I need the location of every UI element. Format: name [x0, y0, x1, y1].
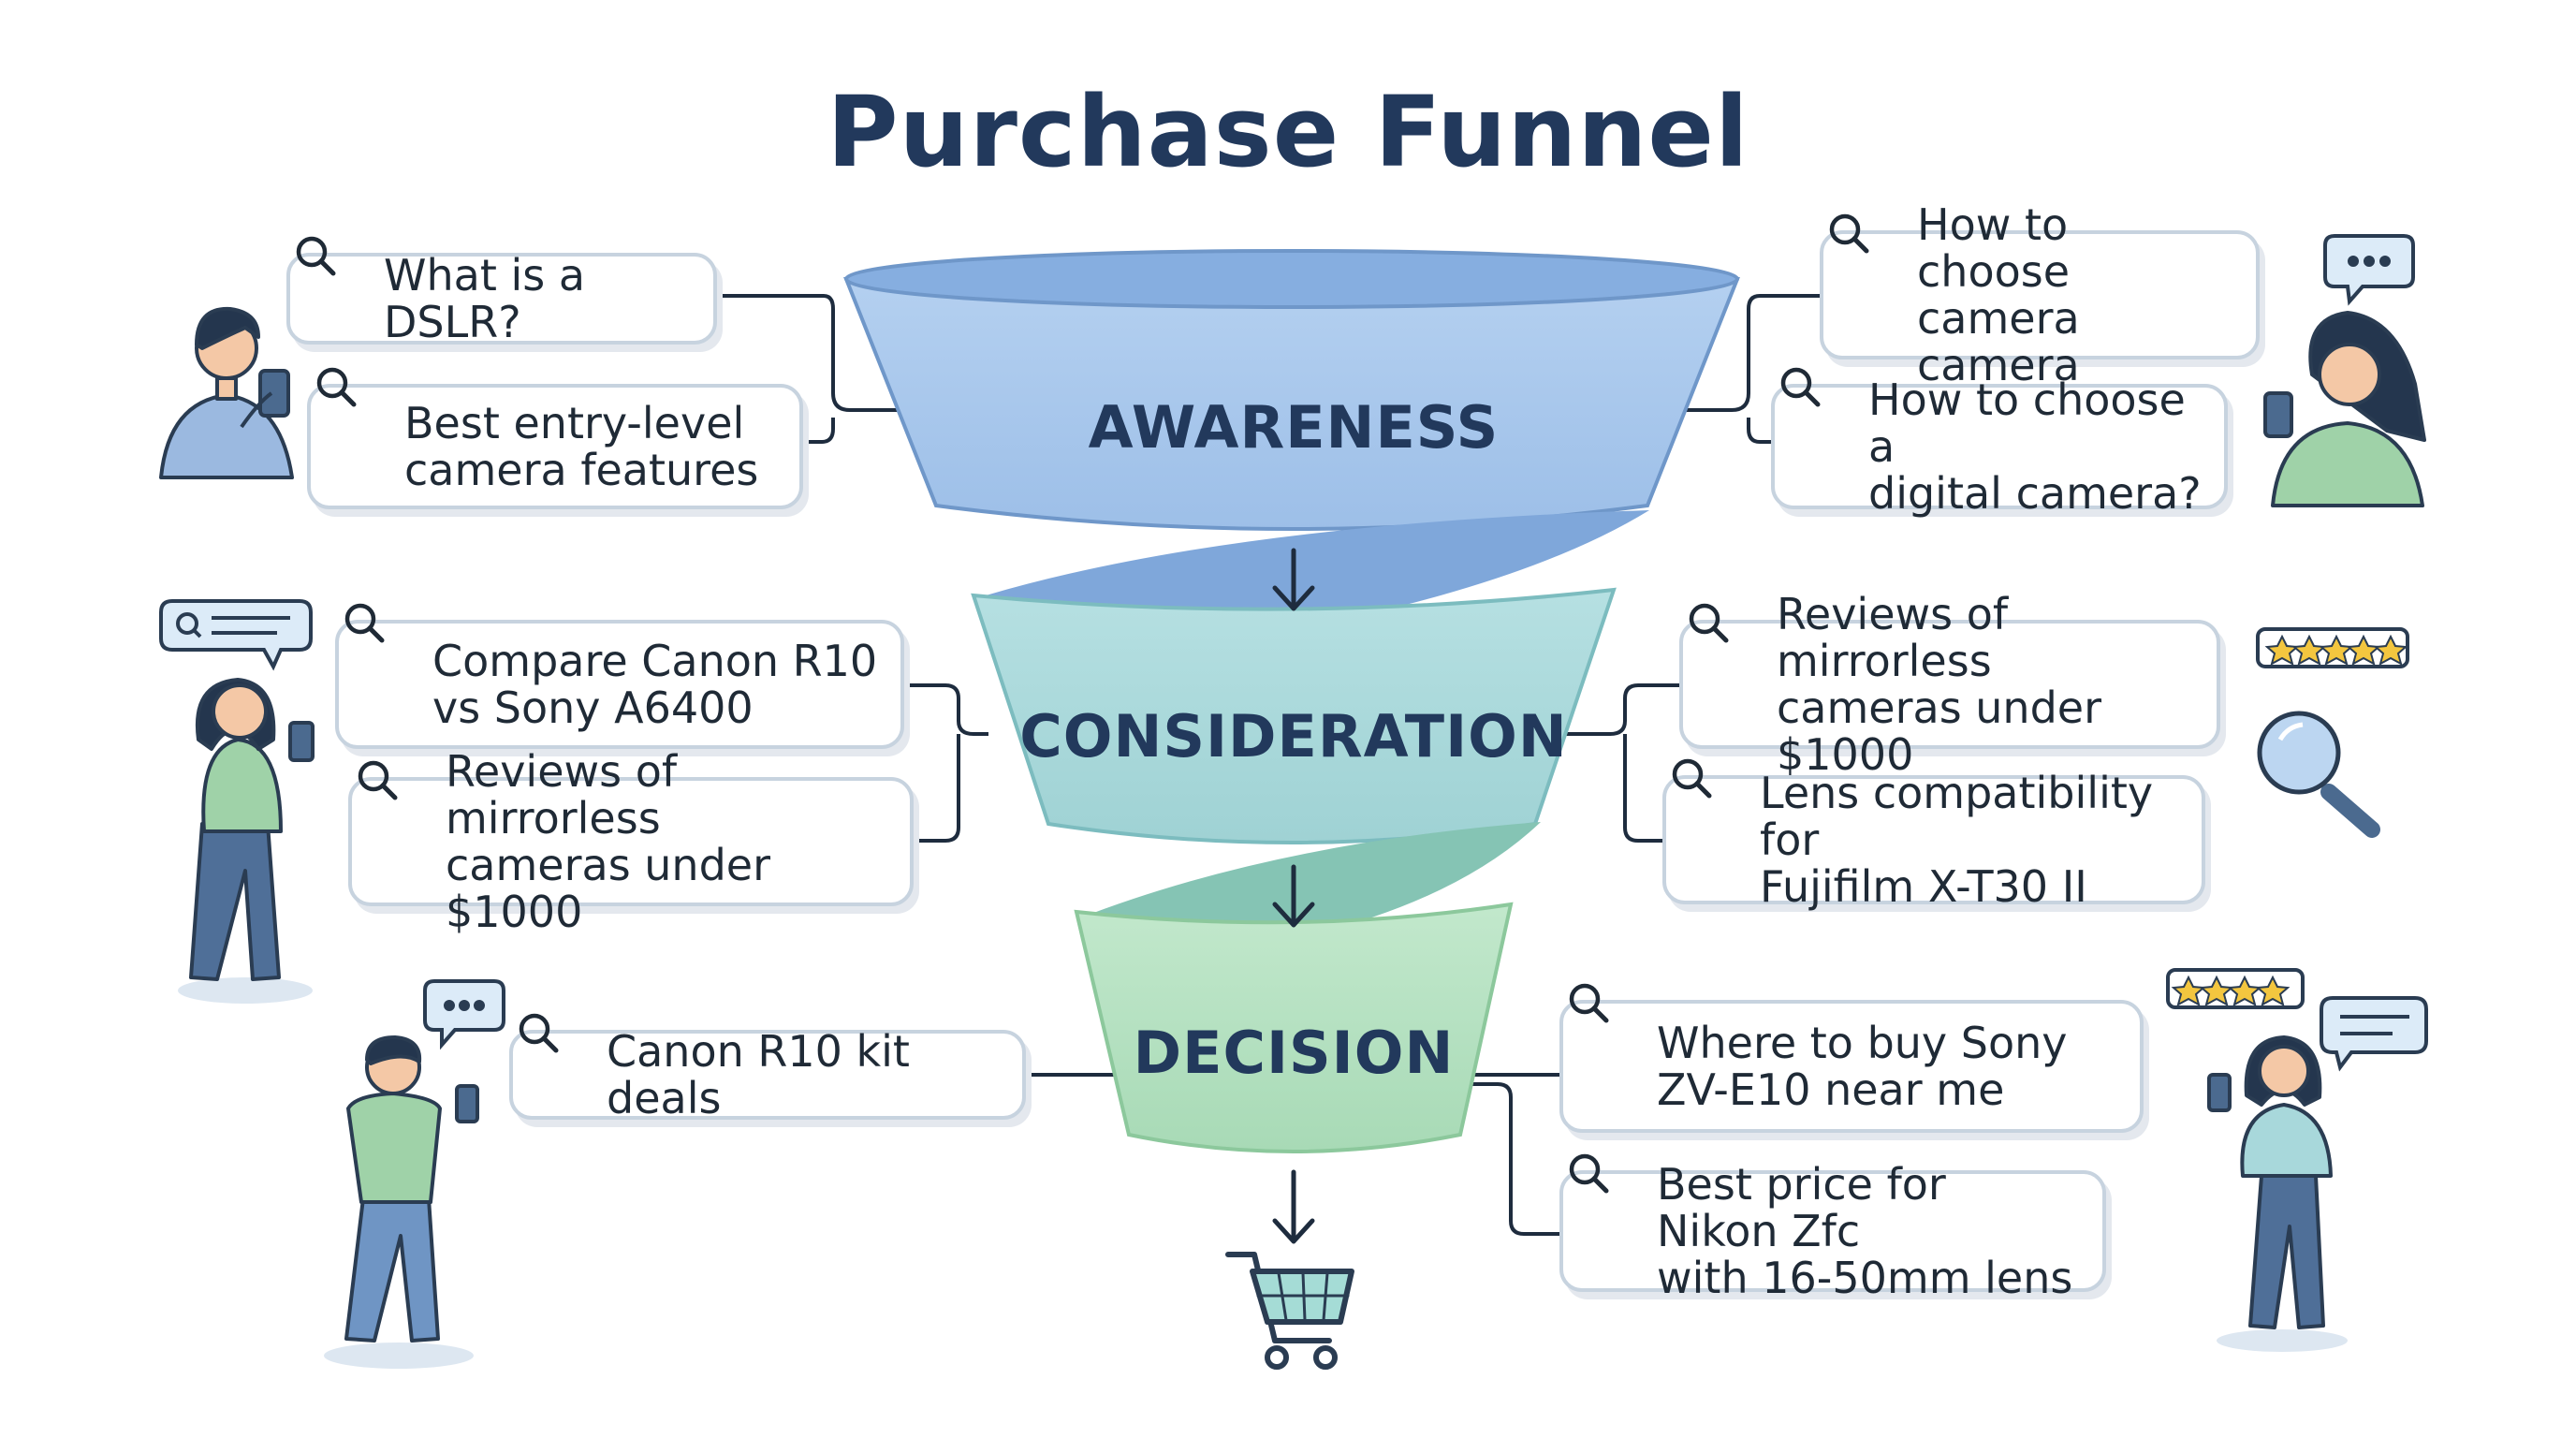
stage-label-consideration: CONSIDERATION [1019, 702, 1568, 770]
query-box-entry-level-features[interactable]: Best entry-level camera features [307, 367, 803, 509]
person-with-phone-illustration [159, 306, 294, 479]
funnel-stage-consideration: CONSIDERATION [971, 587, 1617, 940]
search-icon [358, 760, 398, 800]
connector-lines [717, 294, 1820, 1236]
query-text: Best entry-level camera features [404, 398, 759, 495]
search-icon [1780, 367, 1821, 407]
page-title: Purchase Funnel [827, 75, 1749, 189]
star-rating-icon [2166, 968, 2305, 1009]
search-chat-bubble-icon [159, 599, 313, 671]
chat-bubble-icon [2323, 234, 2415, 306]
stage-label-awareness: AWARENESS [1089, 393, 1500, 462]
chat-bubble-icon [423, 979, 505, 1050]
person-with-phone-illustration [324, 1035, 479, 1369]
search-icon [1689, 603, 1729, 643]
star-rating-icon [2256, 627, 2409, 668]
down-arrow-icon [1272, 864, 1315, 928]
query-text: Best price for Nikon Zfc with 16-50mm le… [1657, 1159, 2073, 1303]
query-text: How to choose camera camera [1917, 199, 2080, 390]
chat-bubble-icon [2320, 996, 2428, 1072]
search-icon [1829, 213, 1869, 254]
query-box-where-to-buy-sony[interactable]: Where to buy Sony ZV-E10 near me [1559, 983, 2144, 1133]
person-with-phone-illustration [2207, 1035, 2348, 1352]
query-text: Lens compatibility for Fujifilm X-T30 II [1760, 768, 2154, 912]
query-text: What is a DSLR? [384, 250, 586, 347]
query-text: Reviews of mirrorless cameras under $100… [1777, 589, 2101, 780]
stage-label-decision: DECISION [1134, 1019, 1455, 1087]
down-arrow-icon [1272, 1169, 1315, 1244]
search-icon [519, 1013, 559, 1053]
search-icon [1672, 758, 1712, 799]
query-box-mirrorless-reviews-left[interactable]: Reviews of mirrorless cameras under $100… [348, 748, 914, 935]
person-with-phone-illustration [178, 678, 315, 1004]
magnifying-glass-icon [2257, 711, 2380, 838]
down-arrow-icon [1272, 548, 1315, 611]
search-icon [296, 236, 336, 276]
search-icon [1569, 1153, 1609, 1194]
search-icon [344, 603, 385, 643]
query-text: Compare Canon R10 vs Sony A6400 [432, 636, 878, 733]
shopping-cart-icon [1225, 1252, 1354, 1370]
query-box-mirrorless-reviews-right[interactable]: Reviews of mirrorless cameras under $100… [1679, 591, 2220, 778]
search-icon [316, 367, 357, 407]
query-text: How to choose a digital camera? [1868, 374, 2202, 519]
query-text: Where to buy Sony ZV-E10 near me [1657, 1018, 2068, 1115]
query-text: Canon R10 kit deals [607, 1026, 910, 1123]
funnel-stage-decision: DECISION [1074, 902, 1514, 1153]
query-text: Reviews of mirrorless cameras under $100… [446, 746, 770, 937]
query-box-lens-compatibility[interactable]: Lens compatibility for Fujifilm X-T30 II [1662, 758, 2205, 910]
search-icon [1569, 983, 1609, 1023]
funnel-stage-awareness: AWARENESS [843, 249, 1740, 628]
query-box-what-is-dslr[interactable]: What is a DSLR? [286, 236, 717, 347]
query-box-choose-digital-camera[interactable]: How to choose a digital camera? [1771, 367, 2228, 517]
query-box-nikon-zfc-price[interactable]: Best price for Nikon Zfc with 16-50mm le… [1559, 1153, 2106, 1301]
query-box-canon-kit-deals[interactable]: Canon R10 kit deals [509, 1013, 1026, 1123]
query-box-compare-canon-sony[interactable]: Compare Canon R10 vs Sony A6400 [335, 603, 904, 749]
query-box-choose-camera[interactable]: How to choose camera camera [1820, 201, 2260, 389]
person-with-phone-illustration [2263, 311, 2426, 507]
